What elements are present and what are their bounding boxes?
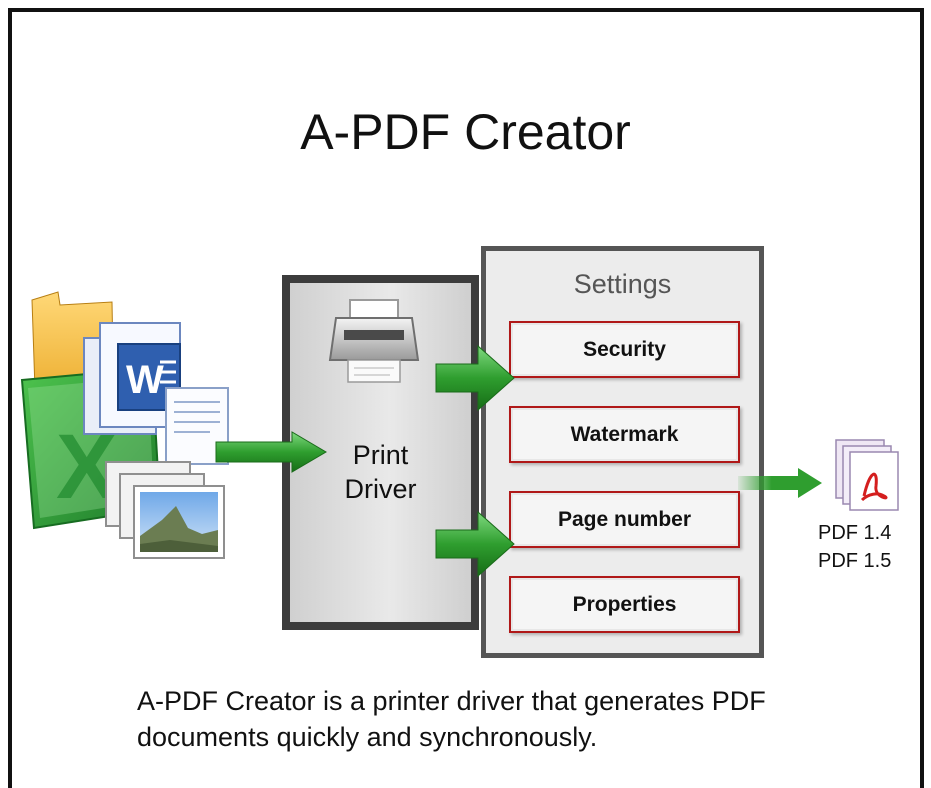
printer-icon <box>328 299 420 383</box>
print-driver-label: Print Driver <box>290 438 471 506</box>
setting-properties: Properties <box>509 576 740 633</box>
pdf-files-icon <box>835 439 899 511</box>
settings-title: Settings <box>573 269 672 299</box>
arrow-to-driver <box>215 431 327 473</box>
caption-line2: documents quickly and synchronously. <box>137 722 598 752</box>
settings-panel: Settings Security Watermark Page number … <box>481 246 764 658</box>
diagram-title: A-PDF Creator <box>300 104 631 160</box>
print-driver-line1: Print <box>352 440 409 470</box>
arrow-to-pdf <box>738 468 822 498</box>
arrow-to-security <box>435 344 515 412</box>
pdf-version-list: PDF 1.4 PDF 1.5 <box>818 519 891 575</box>
photo-icon <box>105 461 225 559</box>
arrow-to-page-number <box>435 510 515 578</box>
pdf-version: PDF 1.4 <box>818 522 892 544</box>
print-driver-line2: Driver <box>344 474 417 504</box>
setting-page-number: Page number <box>509 491 740 548</box>
setting-security: Security <box>509 321 740 378</box>
pdf-version: PDF 1.5 <box>818 550 892 572</box>
caption-line1: A-PDF Creator is a printer driver that g… <box>137 686 766 716</box>
description-caption: A-PDF Creator is a printer driver that g… <box>137 683 766 755</box>
setting-watermark: Watermark <box>509 406 740 463</box>
svg-text:W: W <box>126 358 164 402</box>
